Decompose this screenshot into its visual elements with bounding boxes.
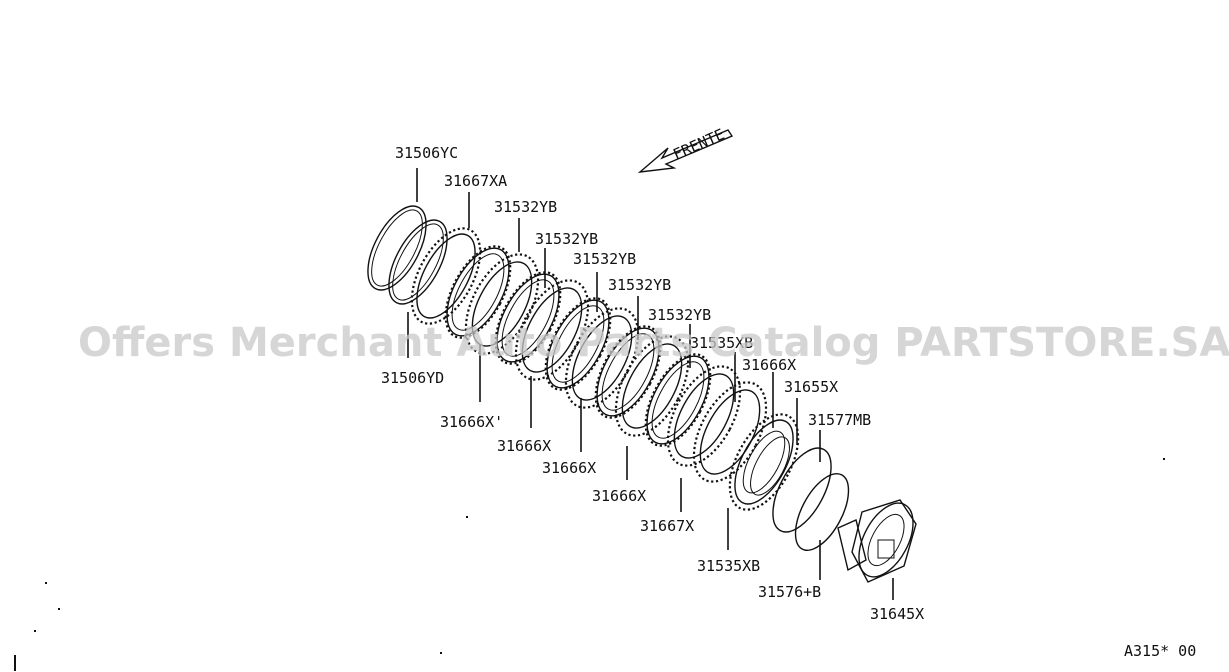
- part-label-31506yd: 31506YD: [381, 369, 444, 387]
- scan-specks: [14, 458, 1165, 671]
- part-label-31577mb: 31577MB: [808, 411, 871, 429]
- part-label-31576b: 31576+B: [758, 583, 821, 601]
- part-label-31655x: 31655X: [784, 378, 838, 396]
- part-label-31667x: 31667X: [640, 517, 694, 535]
- part-label-31666x-1: 31666X: [497, 437, 551, 455]
- part-label-31666x-2: 31666X: [542, 459, 596, 477]
- figure-code: A315* 00: [1124, 642, 1196, 660]
- part-label-31532yb-4: 31532YB: [608, 276, 671, 294]
- friction-disc-4: [594, 325, 662, 419]
- snap-ring-rear: [388, 219, 448, 305]
- snap-ring-front: [367, 205, 427, 291]
- dished-plate: [666, 365, 742, 467]
- friction-disc-2: [494, 271, 562, 365]
- part-label-31535xb-top: 31535XB: [690, 334, 753, 352]
- friction-disc-5: [644, 353, 712, 447]
- part-label-31532yb-1: 31532YB: [494, 198, 557, 216]
- steel-plate-4: [614, 335, 690, 437]
- seal-ring-inner: [794, 473, 850, 551]
- part-label-31645x: 31645X: [870, 605, 924, 623]
- part-label-31666x-3: 31666X: [592, 487, 646, 505]
- part-label-31532yb-3: 31532YB: [573, 250, 636, 268]
- watermark-text: Offers Merchant Auto Parts Catalog PARTS…: [78, 320, 1229, 366]
- seal-ring-outer: [772, 447, 832, 533]
- part-label-31666x-prime: 31666X': [440, 413, 503, 431]
- front-direction-arrow: FRENTE: [637, 125, 734, 173]
- leader-lines: [407, 168, 894, 600]
- part-label-31532yb-2: 31532YB: [535, 230, 598, 248]
- part-label-31666x-top: 31666X: [742, 356, 796, 374]
- front-direction-label: FRENTE: [670, 125, 727, 163]
- part-label-31532yb-5: 31532YB: [648, 306, 711, 324]
- friction-disc-1: [444, 245, 512, 339]
- part-label-31506yc: 31506YC: [395, 144, 458, 162]
- part-labels: 31506YC 31667XA 31532YB 31532YB 31532YB …: [381, 144, 924, 623]
- clutch-piston-hub: [837, 499, 917, 583]
- part-label-31535xb: 31535XB: [697, 557, 760, 575]
- part-label-31667xa: 31667XA: [444, 172, 507, 190]
